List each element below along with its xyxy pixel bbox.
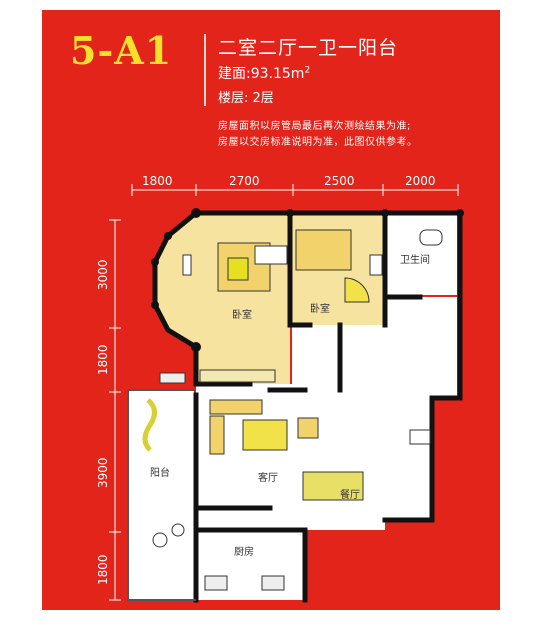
unit-floor: 楼层: 2层 bbox=[218, 91, 274, 106]
column-posts bbox=[151, 208, 464, 352]
dimension-lines bbox=[109, 184, 459, 601]
label-balcony: 阳台 bbox=[150, 466, 170, 479]
dim-left-1: 3000 bbox=[96, 259, 110, 290]
sofa-back-icon bbox=[209, 399, 263, 415]
page-margin-left bbox=[0, 0, 42, 629]
dim-left-4: 1800 bbox=[96, 554, 110, 585]
bedside-lamp-icon bbox=[182, 254, 192, 276]
area-value: 93.15m bbox=[250, 66, 305, 82]
unit-area: 建面:93.15m2 bbox=[218, 63, 310, 83]
disclaimer-line-2: 房屋以交房标准说明为准，此图仅供参考。 bbox=[218, 137, 418, 148]
dim-top-1: 1800 bbox=[142, 174, 173, 188]
coffee-table-icon bbox=[242, 419, 288, 451]
sofa-side-icon bbox=[209, 415, 225, 455]
area-label: 建面: bbox=[218, 66, 251, 82]
door-swing-icon bbox=[344, 277, 370, 303]
cabinet-icon bbox=[199, 369, 276, 383]
sink-icon bbox=[369, 254, 383, 276]
balcony-plant-icon bbox=[142, 398, 157, 452]
shoe-cabinet-icon bbox=[409, 429, 431, 445]
dining-table-icon bbox=[302, 471, 364, 501]
furniture bbox=[152, 229, 443, 591]
label-bathroom: 卫生间 bbox=[400, 253, 430, 266]
wardrobe-icon bbox=[254, 245, 288, 265]
dim-left-2: 1800 bbox=[96, 344, 110, 375]
unit-model-title: 5-A1 bbox=[70, 28, 173, 73]
disclaimer-line-1: 房屋面积以房管局最后再次测绘结果为准; bbox=[218, 121, 411, 132]
second-bed-icon bbox=[295, 229, 352, 271]
armchair-icon bbox=[297, 417, 319, 439]
stove-icon bbox=[204, 575, 228, 591]
main-bed-pillow-icon bbox=[227, 257, 249, 281]
balcony-table-icon bbox=[171, 523, 185, 537]
dim-left-3: 3900 bbox=[96, 457, 110, 488]
label-kitchen: 厨房 bbox=[234, 545, 254, 558]
bathroom-floor bbox=[387, 215, 457, 295]
ac-unit-icon bbox=[159, 372, 186, 384]
dim-top-4: 2000 bbox=[405, 174, 436, 188]
label-living-room: 客厅 bbox=[258, 471, 278, 484]
balcony-floor bbox=[128, 390, 194, 600]
balcony-chair-icon bbox=[152, 532, 168, 548]
title-divider bbox=[204, 34, 206, 106]
area-unit-sup: 2 bbox=[304, 65, 311, 76]
label-bedroom-second: 卧室 bbox=[310, 302, 330, 315]
label-dining-room: 餐厅 bbox=[340, 488, 360, 501]
kitchen-sink-icon bbox=[261, 575, 285, 591]
dim-top-2: 2700 bbox=[229, 174, 260, 188]
balcony-railing bbox=[127, 389, 196, 601]
bedroom-main-floor bbox=[156, 215, 290, 384]
label-bedroom-main: 卧室 bbox=[232, 308, 252, 321]
toilet-icon bbox=[419, 229, 443, 246]
unit-layout: 二室二厅一卫一阳台 bbox=[218, 37, 399, 59]
dim-top-3: 2500 bbox=[324, 174, 355, 188]
